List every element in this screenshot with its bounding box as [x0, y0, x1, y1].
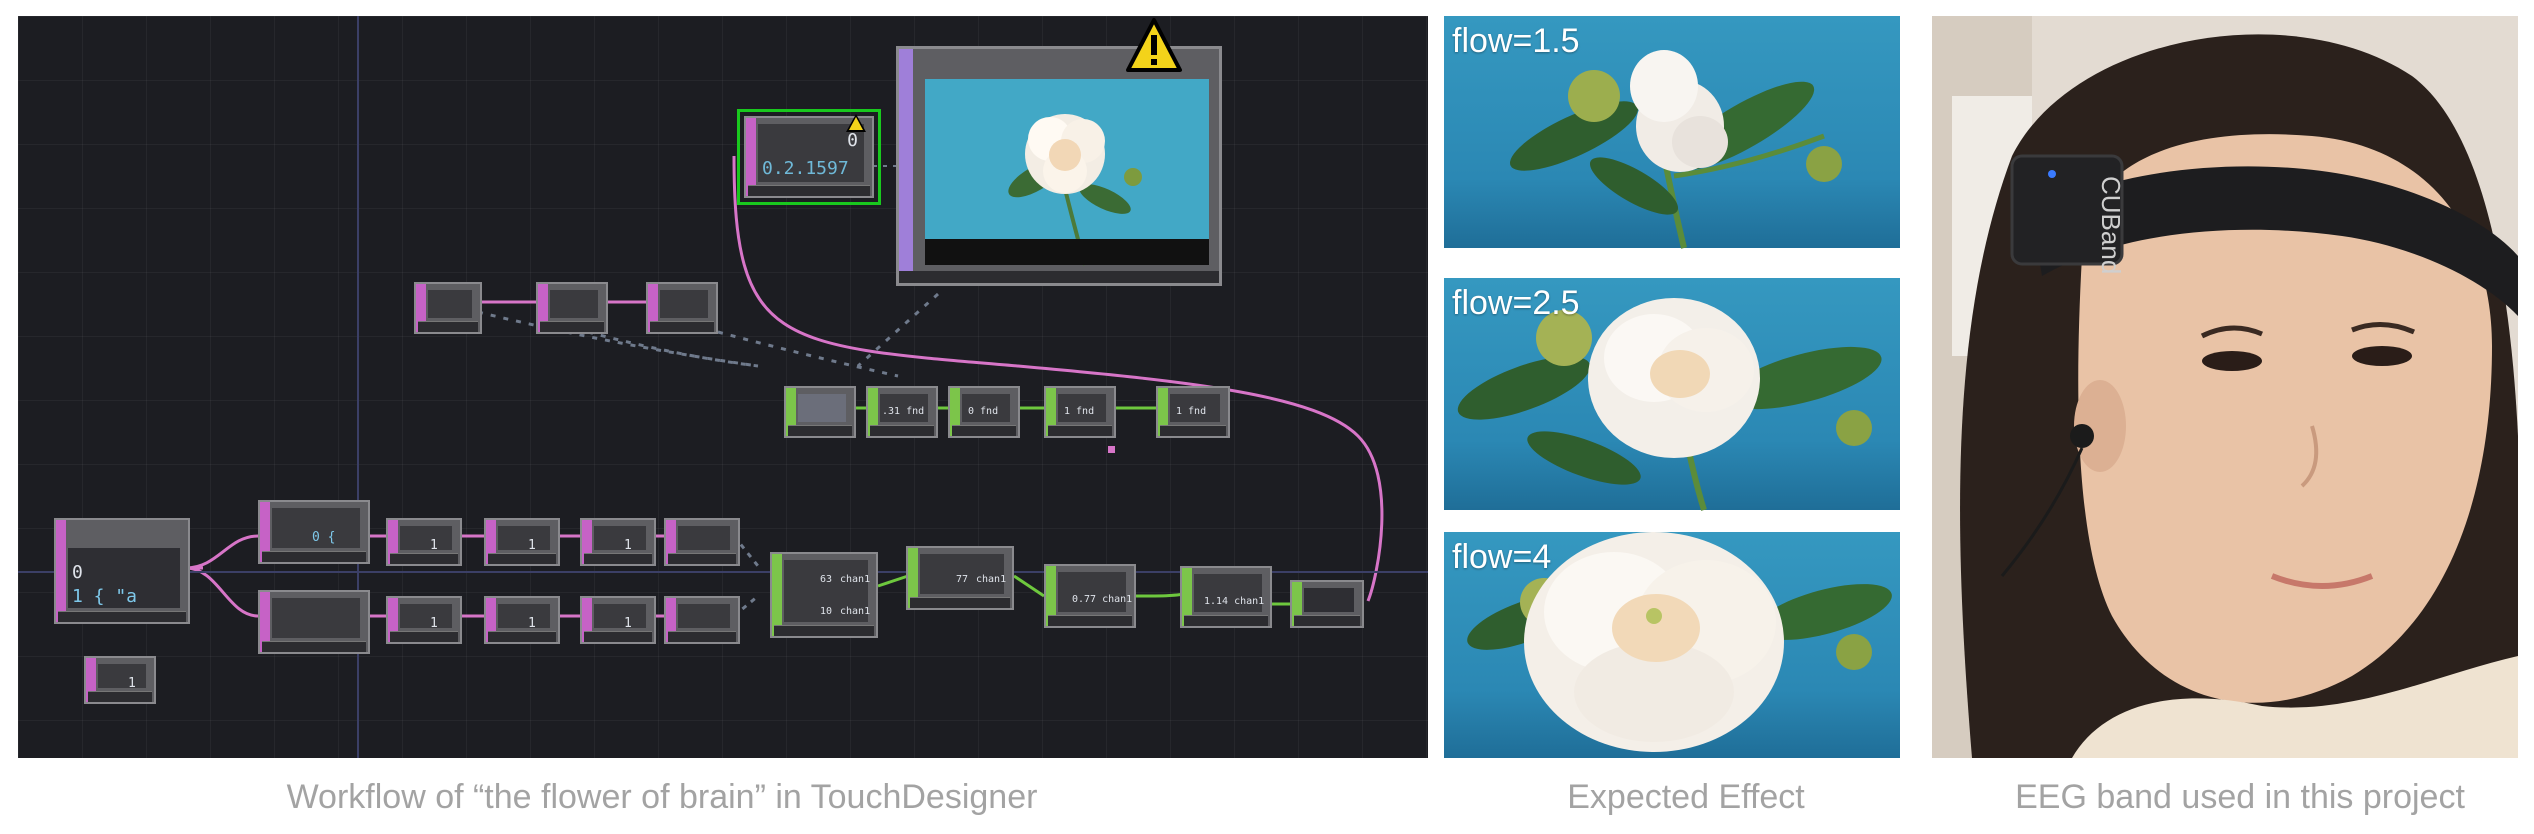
chop-node[interactable]: 1 fnd	[1044, 386, 1116, 438]
node-value-bottom: 0.2.1597	[762, 158, 849, 179]
dat-node[interactable]	[664, 596, 740, 644]
dat-node[interactable]: 1	[580, 596, 656, 644]
warning-icon	[846, 114, 866, 132]
preview-screen	[925, 79, 1209, 266]
caption-workflow: Workflow of “the flower of brain” in Tou…	[286, 778, 1038, 816]
dat-node[interactable]: 1	[84, 656, 156, 704]
peony-full-bloom-image	[1467, 532, 1892, 752]
caption-expected-effect: Expected Effect	[1567, 778, 1805, 816]
selected-dat-node[interactable]: 0 0.2.1597	[737, 109, 881, 205]
headband-brand-text: CUBand	[2096, 176, 2126, 274]
chop-node[interactable]: .31 fnd	[866, 386, 938, 438]
flower-preview-image	[925, 79, 1209, 266]
node-type-bar	[746, 118, 756, 196]
dat-node[interactable]: 0 {	[258, 500, 370, 564]
flow-label: flow=2.5	[1452, 284, 1580, 322]
flower-photo-flow-3: flow=4	[1444, 532, 1900, 758]
merge-chop-node[interactable]: 63 chan1 10 chan1	[770, 552, 878, 638]
chop-node[interactable]: 1.14 chan1	[1180, 566, 1272, 628]
chop-node[interactable]	[1290, 580, 1364, 628]
node-viewer: 0 0.2.1597	[758, 124, 864, 182]
dat-node[interactable]	[414, 282, 482, 334]
network-wires	[18, 16, 1428, 758]
dat-node[interactable]	[258, 590, 370, 654]
peony-bud-image	[1509, 50, 1842, 249]
flower-preview-top-node[interactable]	[896, 46, 1222, 286]
dat-node[interactable]: 1	[580, 518, 656, 566]
flower-photo-flow-1: flow=1.5	[1444, 16, 1900, 249]
dat-node[interactable]	[664, 518, 740, 566]
dat-node[interactable]: 1	[484, 518, 560, 566]
node-value-top: 0	[847, 130, 858, 151]
web-client-dat-node[interactable]: 0 1 { "a	[54, 518, 190, 624]
dat-node[interactable]: 1	[484, 596, 560, 644]
dat-node[interactable]: 1	[386, 518, 462, 566]
caption-eeg-band: EEG band used in this project	[2015, 778, 2465, 816]
peony-half-open-image	[1457, 298, 1882, 511]
dat-node[interactable]	[536, 282, 608, 334]
eeg-headband-photo: CUBand	[1932, 16, 2518, 758]
chop-node[interactable]: 77 chan1	[906, 546, 1014, 610]
flow-label: flow=1.5	[1452, 22, 1580, 60]
chop-node[interactable]: 0.77 chan1	[1044, 564, 1136, 628]
dat-node[interactable]: 1	[386, 596, 462, 644]
person-wearing-headband-image: CUBand	[1932, 16, 2518, 758]
chop-node[interactable]: 0 fnd	[948, 386, 1020, 438]
flow-label: flow=4	[1452, 538, 1552, 576]
chop-node[interactable]	[784, 386, 856, 438]
dat-node[interactable]	[646, 282, 718, 334]
touchdesigner-network-editor[interactable]: 0 0.2.1597	[18, 16, 1428, 758]
flower-photo-flow-2: flow=2.5	[1444, 278, 1900, 511]
warning-icon	[1126, 18, 1182, 74]
chop-node[interactable]: 1 fnd	[1156, 386, 1230, 438]
